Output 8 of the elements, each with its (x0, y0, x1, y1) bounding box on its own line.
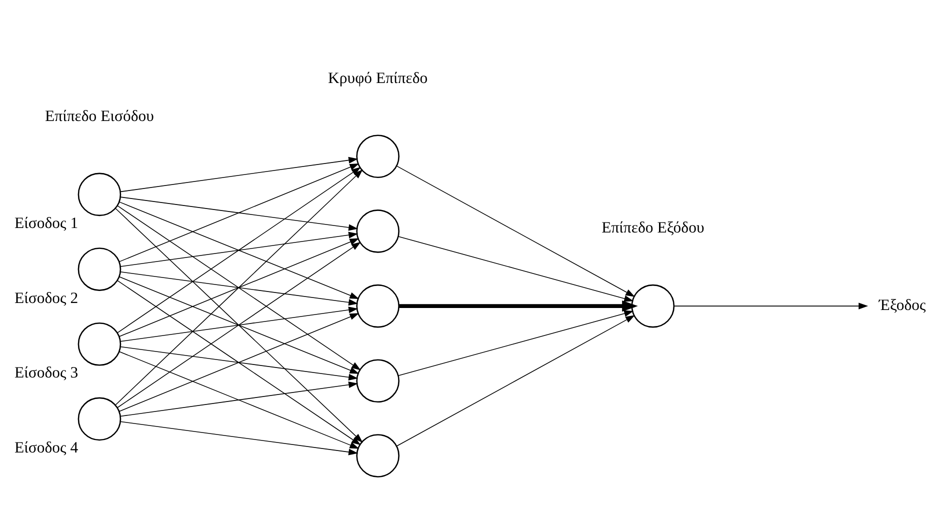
node-label: Είσοδος 4 (14, 439, 78, 456)
node-label: Είσοδος 3 (14, 364, 78, 382)
node-text: Έξοδος (879, 296, 926, 314)
label: Επίπεδο Εξόδου (602, 219, 704, 236)
label: Επίπεδο Εισόδου (45, 108, 154, 125)
node-label: Είσοδος 1 (14, 214, 78, 232)
label: Κρυφό Επίπεδο (328, 69, 428, 86)
node-label: Είσοδος 2 (14, 289, 78, 306)
